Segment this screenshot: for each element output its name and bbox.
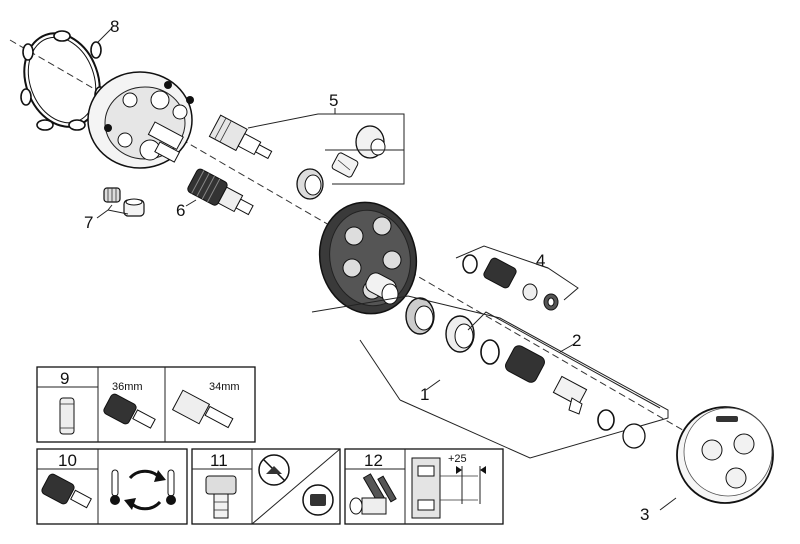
part-4-seal-group (462, 254, 559, 311)
callout-7: 7 (84, 213, 93, 232)
callout-4: 4 (536, 251, 545, 270)
legend-box-12: 12 +25 (344, 448, 504, 525)
legend-9-number: 9 (60, 369, 69, 388)
legend-10-number: 10 (58, 451, 77, 470)
legend-9-label-36mm: 36mm (112, 381, 143, 393)
legend-box-11: 11 (191, 448, 341, 525)
legend-box-10: 10 (36, 448, 188, 525)
callout-6: 6 (176, 201, 185, 220)
legend-9-label-34mm: 34mm (209, 381, 240, 393)
legend-12-number: 12 (364, 451, 383, 470)
part-mounting-plate (318, 201, 418, 315)
part-2-seal-cartridge (480, 339, 646, 449)
legend-11-number: 11 (210, 451, 228, 470)
callout-3: 3 (640, 505, 649, 524)
callout-2: 2 (572, 331, 581, 350)
callout-8: 8 (110, 17, 119, 36)
legend-12-offset: +25 (448, 453, 467, 465)
callout-5: 5 (329, 91, 338, 110)
part-3-cover-plate (676, 406, 774, 504)
part-7-fittings (103, 187, 145, 217)
part-6-cartridge (187, 168, 254, 216)
callout-1: 1 (420, 385, 429, 404)
part-1-rings (405, 297, 475, 353)
part-valve-body (87, 71, 194, 169)
part-5-cartridge-group (208, 114, 386, 200)
legend-box-9: 9 36mm 34mm (36, 366, 256, 443)
